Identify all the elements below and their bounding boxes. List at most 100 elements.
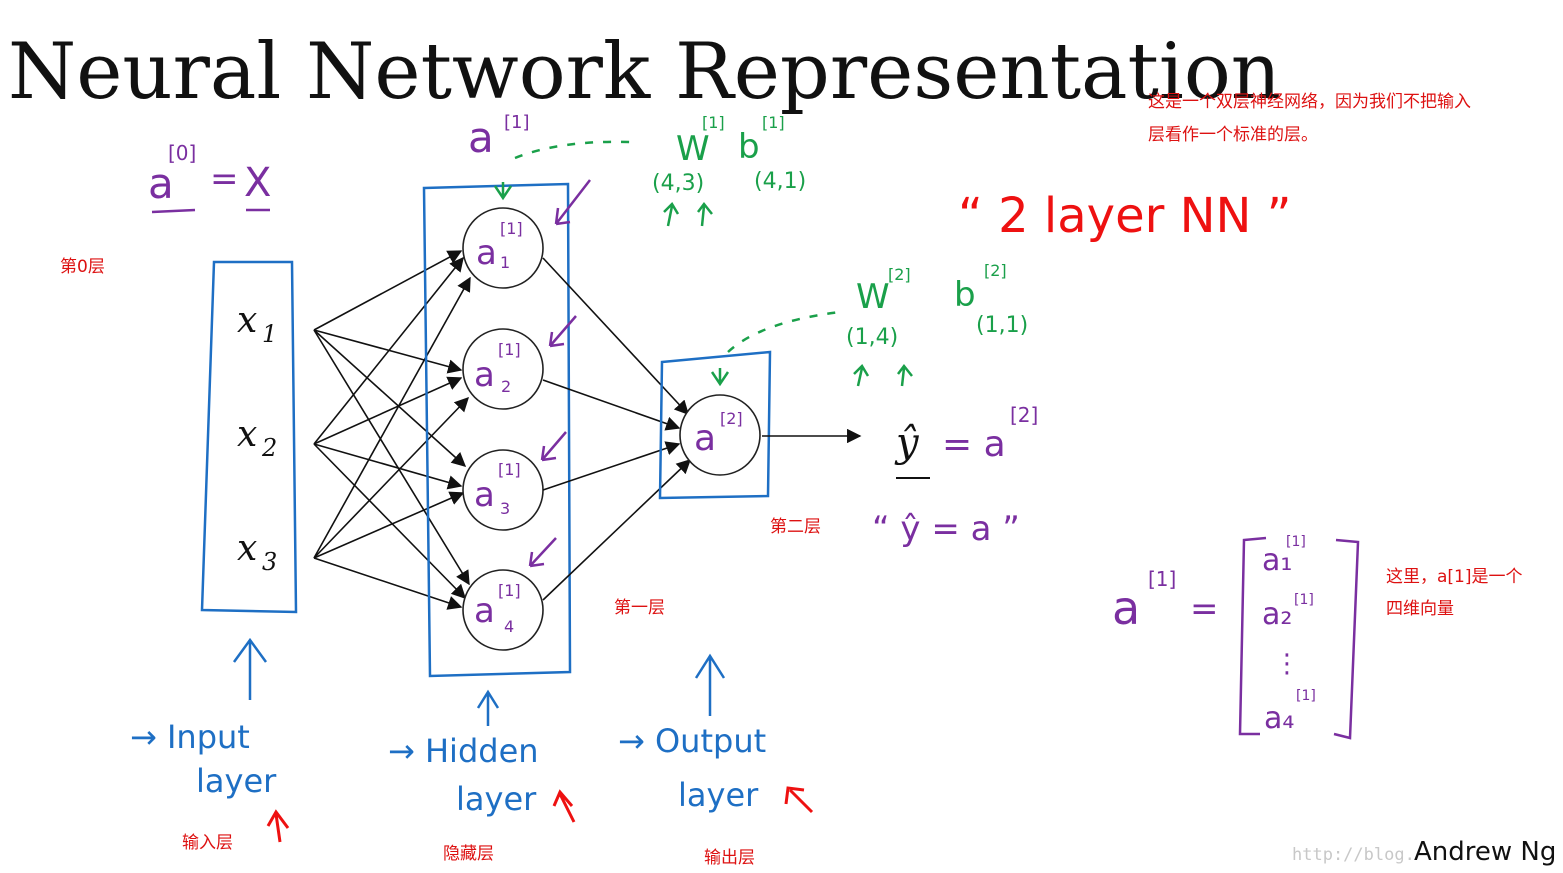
hidden-node-3: a [1] 3 [462,449,544,531]
svg-text:[1]: [1] [1296,688,1316,704]
input-x3: x 3 [237,528,277,576]
yhat-alt-notation: “ ŷ = a ” [872,509,1020,549]
svg-text:a: a [474,591,495,631]
w2-b2-label: W [2] b [2] (1,4) (1,1) [846,261,1028,387]
vector-note-line1: 这里，a[1]是一个 [1386,567,1523,587]
layer0-label: 第0层 [60,257,105,277]
svg-text:(1,1): (1,1) [976,313,1028,338]
a0-equals-x: a [0] = X [148,141,271,214]
output-node: a [2] [679,394,761,476]
svg-text:[1]: [1] [498,581,521,600]
output-layer-label: → Output layer [618,722,814,814]
svg-text:layer: layer [456,780,537,818]
hidden-up-arrow [476,689,500,726]
svg-text:⋮: ⋮ [1274,649,1300,679]
two-layer-note-line1: 这是一个双层神经网络，因为我们不把输入 [1148,92,1471,112]
a1-top-label: a [1] [468,112,530,162]
w1-b1-label: W [1] b [1] (4,3) (4,1) [652,113,806,227]
svg-text:(4,3): (4,3) [652,171,704,196]
svg-text:[1]: [1] [702,113,725,132]
svg-text:x: x [237,300,257,341]
svg-text:a₂: a₂ [1262,597,1292,632]
layer2-label: 第二层 [770,517,821,537]
signature: Andrew Ng [1414,837,1556,867]
layer1-label: 第一层 [614,598,665,618]
svg-text:[1]: [1] [1286,534,1306,550]
input-x1: x 1 [237,300,277,348]
svg-text:=: = [210,159,239,199]
output-up-arrow [694,653,726,716]
svg-text:[0]: [0] [168,141,196,165]
svg-text:3: 3 [262,548,277,576]
hidden-layer-cn: 隐藏层 [443,844,494,864]
output-layer-cn: 输出层 [704,848,755,868]
svg-text:[1]: [1] [1148,567,1176,591]
svg-text:a₁: a₁ [1262,543,1292,578]
svg-text:=: = [1190,589,1219,629]
output-link-dashed [727,310,841,353]
svg-text:a₄: a₄ [1264,701,1294,736]
input-layer-label: → Input layer [130,718,290,843]
svg-text:a: a [694,418,716,459]
svg-text:ŷ: ŷ [894,420,920,466]
svg-text:a: a [474,475,495,515]
yhat-equation: ŷ = a [2] [894,403,1038,479]
input-layer-cn: 输入层 [182,833,233,853]
svg-text:W: W [856,277,890,317]
a1-down-arrow [493,182,513,201]
watermark: http://blog. [1292,845,1415,865]
hidden-node-1: a [1] 1 [462,207,544,289]
svg-text:→ Input: → Input [130,718,250,756]
svg-text:1: 1 [262,320,277,348]
svg-text:W: W [676,129,710,169]
svg-text:(4,1): (4,1) [754,169,806,194]
input-layer-box [200,260,298,614]
svg-text:b: b [954,275,976,315]
two-layer-note-line2: 层看作一个标准的层。 [1148,125,1318,145]
hidden-layer-label: → Hidden layer [388,732,576,823]
svg-text:layer: layer [678,776,759,814]
svg-text:[1]: [1] [498,460,521,479]
input-up-arrow [232,637,268,700]
svg-text:b: b [738,127,760,167]
svg-text:[1]: [1] [498,340,521,359]
svg-text:→ Hidden: → Hidden [388,732,539,770]
output-layer-box [658,350,772,500]
svg-text:x: x [237,414,257,455]
svg-text:layer: layer [196,762,277,800]
output-down-arrow [710,368,730,387]
svg-text:3: 3 [500,499,510,518]
svg-text:= a: = a [942,424,1006,465]
svg-text:a: a [1112,581,1140,635]
hidden-to-output-edges [542,257,692,601]
svg-text:2: 2 [501,377,511,396]
svg-text:[1]: [1] [762,113,785,132]
hidden-node-4: a [1] 4 [462,569,544,651]
svg-text:[1]: [1] [1294,592,1314,608]
two-layer-nn-label: “ 2 layer NN ” [958,188,1292,244]
svg-text:→ Output: → Output [618,722,766,760]
input-x2: x 2 [237,414,277,462]
hidden-node-2: a [1] 2 [462,328,544,410]
svg-text:2: 2 [261,434,277,462]
svg-text:a: a [476,233,497,273]
svg-text:[2]: [2] [888,265,911,284]
svg-text:X: X [244,160,271,206]
svg-text:x: x [237,528,257,569]
hidden-layer-box [422,182,572,678]
svg-text:a: a [474,355,495,395]
svg-text:[2]: [2] [1010,403,1038,427]
svg-text:4: 4 [504,617,514,636]
svg-text:(1,4): (1,4) [846,325,898,350]
svg-text:a: a [468,113,494,162]
svg-text:[1]: [1] [504,112,530,133]
svg-text:[2]: [2] [984,261,1007,280]
page-title: Neural Network Representation [8,27,1281,117]
input-to-hidden-edges [313,250,471,610]
svg-text:[1]: [1] [500,219,523,238]
a1-vector-equation: a [1] = a₁ a₂ ⋮ a₄ [1] [1] [1] [1112,534,1360,740]
svg-text:[2]: [2] [720,409,743,428]
a1-link-dashed [514,140,631,160]
vector-note-line2: 四维向量 [1386,599,1454,619]
